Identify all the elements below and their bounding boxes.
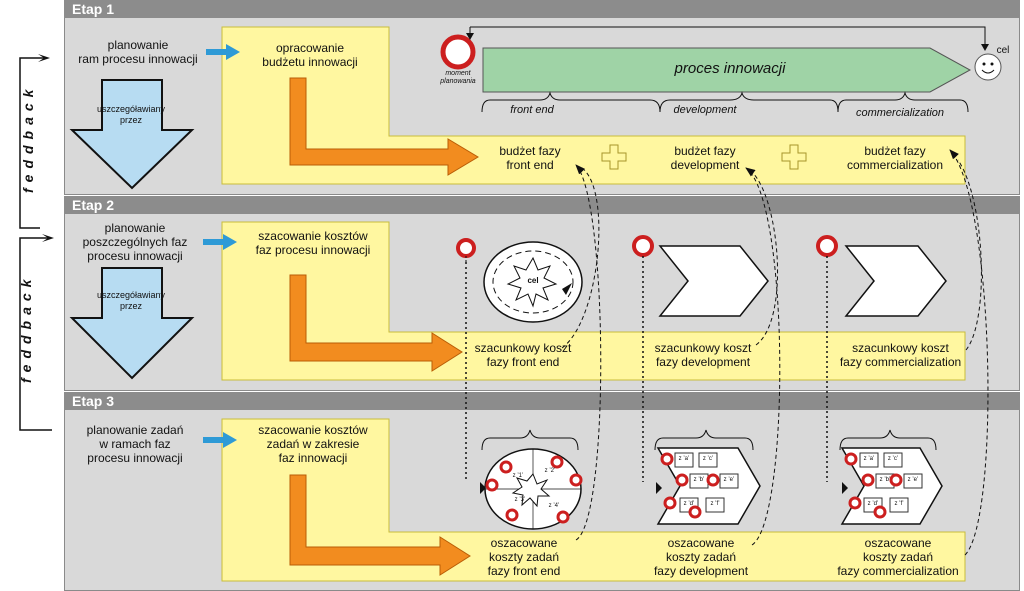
stage-3-brace-front-end bbox=[481, 429, 579, 451]
moment-circle bbox=[440, 34, 476, 70]
process-arrow bbox=[482, 47, 972, 93]
feedback-bracket-2 bbox=[19, 237, 52, 431]
phase-label-commercialization: commercialization bbox=[855, 107, 945, 119]
dashed-feedback-fe bbox=[575, 164, 602, 541]
stage-1-arrow-label: uszczegóławiany przez bbox=[96, 104, 166, 125]
plus-icon-1 bbox=[601, 144, 627, 170]
task-label-dev-e: z ’e’ bbox=[723, 477, 735, 483]
task-label-dev-a: z ’a’ bbox=[678, 456, 690, 462]
task-label-fe-1: z ’1’ bbox=[512, 473, 524, 479]
goal-burst-icon bbox=[506, 256, 558, 308]
stage-3-brace-development bbox=[654, 429, 754, 451]
task-label-com-b: z ’b’ bbox=[879, 477, 891, 483]
stage-1-blue-arrow bbox=[206, 44, 240, 60]
stage-2-big-down-arrow bbox=[69, 267, 195, 380]
dashed-feedback-com bbox=[949, 149, 989, 556]
task-label-fe-2: z ’2’ bbox=[544, 468, 556, 474]
stage-2-arrow-label: uszczegóławiany przez bbox=[96, 290, 166, 311]
stage-3-brace-commercialization bbox=[839, 429, 937, 451]
goal-smiley-icon bbox=[974, 53, 1002, 81]
stage-2-orange-arrow bbox=[289, 274, 463, 372]
dashed-feedback-dev-2 bbox=[751, 171, 778, 346]
stage-1-big-down-arrow bbox=[69, 79, 195, 190]
feedback-label-1: feddback bbox=[20, 83, 36, 193]
phase-brace-front-end bbox=[481, 91, 661, 113]
task-label-dev-d: z ’d’ bbox=[683, 501, 695, 507]
task-label-dev-b: z ’b’ bbox=[693, 477, 705, 483]
stage-2-title: Etap 2 bbox=[64, 196, 1020, 214]
phase-brace-commercialization bbox=[837, 91, 969, 113]
task-label-dev-c: z ’c’ bbox=[702, 456, 714, 462]
task-label-com-d: z ’d’ bbox=[867, 501, 879, 507]
task-label-fe-3: z ’3’ bbox=[514, 497, 526, 503]
phase-label-development: development bbox=[673, 104, 737, 116]
stage-2-chevron-development bbox=[658, 245, 769, 317]
stage-3-yellow-box bbox=[221, 418, 966, 582]
phase-label-front-end: front end bbox=[510, 104, 554, 116]
process-label: proces innowacji bbox=[674, 60, 786, 77]
feedback-label-2: feddback bbox=[18, 273, 34, 383]
dashed-feedback-fe-2 bbox=[561, 167, 600, 349]
stage-3-blue-arrow bbox=[203, 432, 237, 448]
feedback-bracket-1 bbox=[19, 57, 46, 229]
stage-2-chevron-commercialization bbox=[844, 245, 947, 317]
stage-3-orange-arrow bbox=[289, 474, 471, 576]
plus-icon-2 bbox=[781, 144, 807, 170]
task-label-com-e: z ’e’ bbox=[907, 477, 919, 483]
stage-3-title: Etap 3 bbox=[64, 392, 1020, 410]
phase-brace-development bbox=[659, 91, 839, 113]
stage-2-yellow-box bbox=[221, 221, 966, 381]
task-label-com-f: z ’f’ bbox=[894, 501, 904, 507]
stage-2-moment-circle-3 bbox=[816, 235, 838, 257]
goal-label: cel bbox=[996, 45, 1010, 56]
goal-burst-label: cel bbox=[527, 276, 539, 285]
task-label-dev-f: z ’f’ bbox=[710, 501, 720, 507]
dashed-feedback-dev bbox=[745, 167, 781, 546]
task-label-com-c: z ’c’ bbox=[887, 456, 899, 462]
stage-2-moment-circle-1 bbox=[456, 238, 476, 258]
stage-1-yellow-box bbox=[221, 26, 966, 185]
task-label-fe-4: z ’4’ bbox=[548, 503, 560, 509]
stage-1-orange-arrow bbox=[289, 77, 479, 176]
stage-1-title: Etap 1 bbox=[64, 0, 1020, 18]
task-label-com-a: z ’a’ bbox=[863, 456, 875, 462]
stage-2-blue-arrow bbox=[203, 234, 237, 250]
stage-2-moment-circle-2 bbox=[632, 235, 654, 257]
dashed-feedback-com-2 bbox=[957, 159, 982, 351]
